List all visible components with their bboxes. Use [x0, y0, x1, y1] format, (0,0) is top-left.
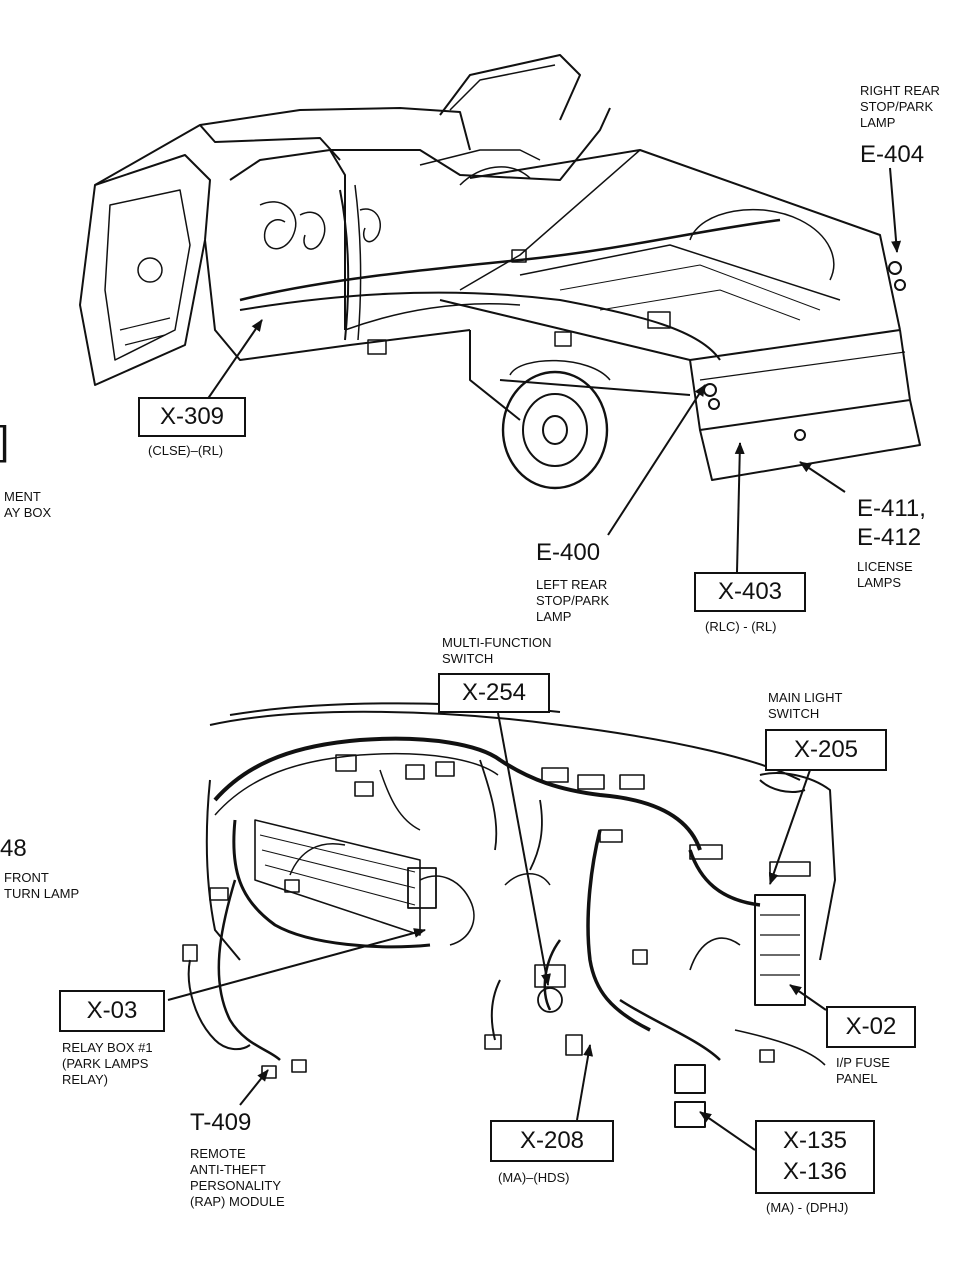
connector-x135-x136-box: X-135 X-136	[755, 1120, 875, 1194]
right-rear-lamp-code: E-404	[860, 141, 925, 168]
connector-x135-x136-note: (MA) - (DPHJ)	[766, 1200, 849, 1215]
multi-function-switch-label: MULTI-FUNCTION SWITCH	[442, 635, 552, 666]
license-lamps-code: E-411, E-412	[857, 495, 926, 551]
cropped-front-turn-lamp-code: 48	[0, 835, 27, 862]
connector-x254-box: X-254	[438, 673, 550, 713]
right-rear-stop-park-lamp-label: RIGHT REAR STOP/PARK LAMP	[860, 83, 940, 130]
pickup-truck-drawing	[79, 54, 921, 490]
left-rear-lamp-code: E-400	[536, 539, 601, 566]
connector-x309-box: X-309	[138, 397, 246, 437]
connector-x208-note: (MA)–(HDS)	[498, 1170, 570, 1185]
relay-box-1-label: RELAY BOX #1 (PARK LAMPS RELAY)	[62, 1040, 153, 1087]
connector-x403-box: X-403	[694, 572, 806, 612]
instrument-panel-drawing	[182, 702, 836, 1128]
connector-x309-note: (CLSE)–(RL)	[148, 443, 224, 458]
connector-x03-box: X-03	[59, 990, 165, 1032]
leader-lines	[167, 167, 902, 1151]
cropped-relay-box-label: MENT AY BOX	[4, 489, 52, 520]
connector-x208-box: X-208	[490, 1120, 614, 1162]
ip-fuse-panel-label: I/P FUSE PANEL	[836, 1055, 890, 1086]
connector-x205-box: X-205	[765, 729, 887, 771]
rap-module-label: REMOTE ANTI-THEFT PERSONALITY (RAP) MODU…	[190, 1146, 285, 1209]
connector-x403-note: (RLC) - (RL)	[705, 619, 777, 634]
main-light-switch-label: MAIN LIGHT SWITCH	[768, 690, 843, 721]
connector-x02-box: X-02	[826, 1006, 916, 1048]
cropped-front-turn-lamp-label: FRONT TURN LAMP	[4, 870, 80, 901]
cropped-bracket: ]	[0, 420, 9, 462]
left-rear-stop-park-lamp-label: LEFT REAR STOP/PARK LAMP	[536, 577, 610, 624]
license-lamps-label: LICENSE LAMPS	[857, 559, 913, 590]
rap-module-code: T-409	[190, 1109, 252, 1136]
